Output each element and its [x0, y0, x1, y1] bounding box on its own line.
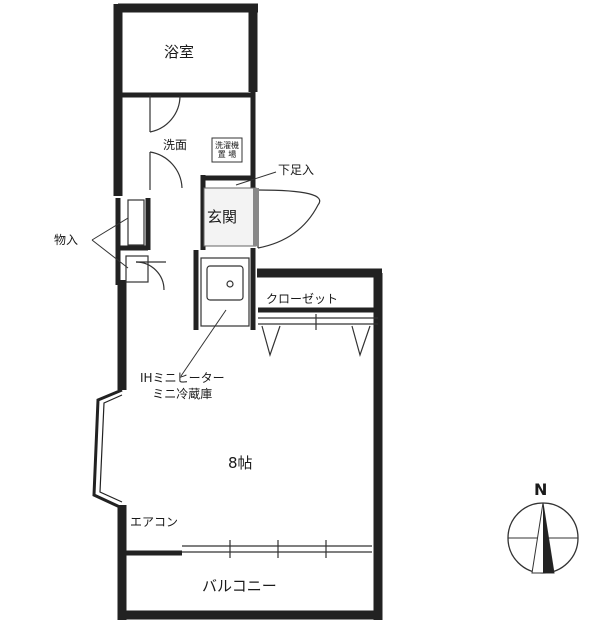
washing-machine-line2: 置 場 [217, 150, 237, 159]
closet-doors [258, 314, 378, 358]
storage-label: 物入 [54, 233, 79, 247]
kitchen-label: IHミニヒーター ミニ冷蔵庫 [140, 370, 225, 402]
shoe-storage-label: 下足入 [278, 163, 315, 177]
storage-closets [125, 199, 166, 291]
washroom-door [149, 95, 183, 190]
bay-window [92, 388, 123, 510]
washing-machine-label: 洗濯機 置 場 [212, 141, 242, 159]
interior-walls [115, 92, 378, 556]
air-conditioner-label: エアコン [130, 515, 179, 529]
exterior-walls [113, 3, 383, 620]
kitchen-sink [200, 257, 250, 327]
entrance-label: 玄関 [207, 208, 238, 226]
entrance-door [203, 187, 321, 249]
kitchen-line1: IHミニヒーター [140, 371, 225, 385]
compass-icon [507, 502, 579, 574]
balcony-label: バルコニー [202, 577, 277, 595]
washroom-label: 洗面 [163, 138, 188, 152]
closet-label: クローゼット [266, 292, 339, 306]
bathroom-label: 浴室 [164, 43, 195, 61]
washing-machine-line1: 洗濯機 [215, 141, 239, 150]
washing-machine-space [211, 137, 243, 163]
leader-lines [91, 171, 277, 377]
balcony-window [182, 540, 372, 558]
kitchen-line2: ミニ冷蔵庫 [152, 387, 213, 401]
north-label: N [534, 480, 548, 499]
main-room-label: 8帖 [228, 454, 253, 472]
